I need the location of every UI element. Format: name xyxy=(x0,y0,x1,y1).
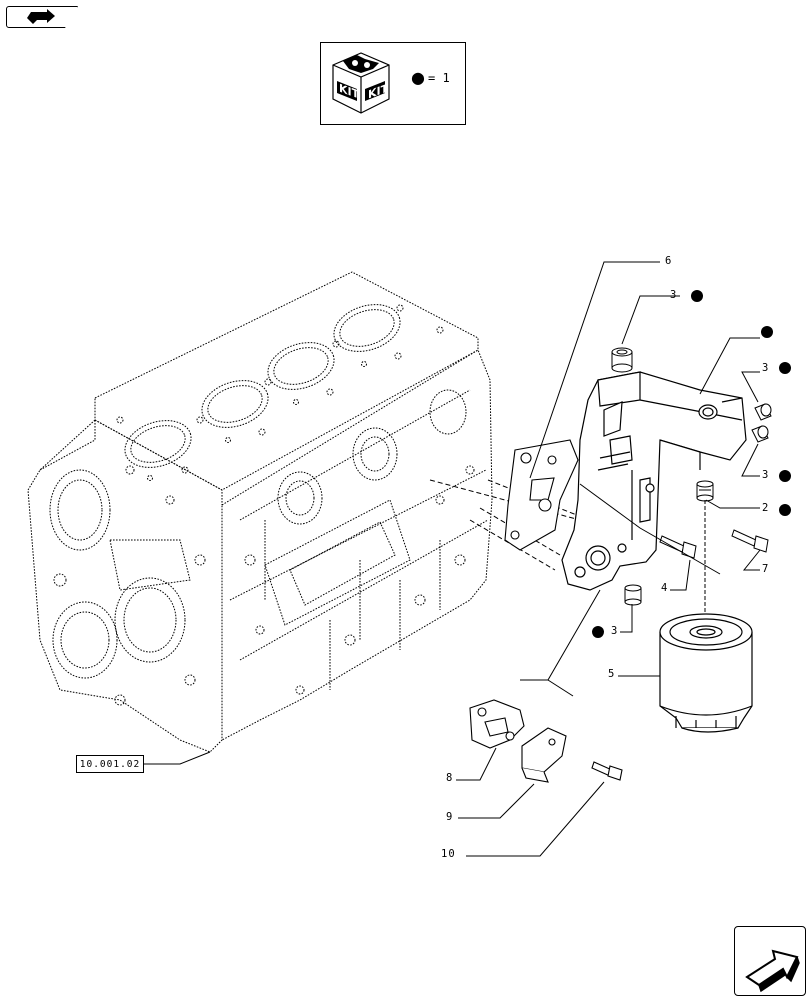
callout-2: 2 xyxy=(762,502,770,514)
arrow-forward-icon xyxy=(745,949,800,993)
plug-top-drawing xyxy=(611,347,633,373)
kit-legend: KIT KIT ● = 1 xyxy=(320,42,466,125)
callout-8: 8 xyxy=(446,772,454,784)
reference-label: 10.001.02 xyxy=(79,758,141,770)
callout-4: 4 xyxy=(661,582,669,594)
gasket-6-drawing xyxy=(504,439,579,551)
adapter-housing-drawing xyxy=(561,371,747,591)
callout-9: 9 xyxy=(446,811,454,823)
arrow-back-icon xyxy=(27,9,55,24)
previous-page-button[interactable] xyxy=(6,6,78,28)
engine-block-drawing xyxy=(27,271,641,753)
callout-3-lower: 3 xyxy=(611,625,619,637)
kit-marker-bullet: ● xyxy=(411,68,425,87)
callout-5: 5 xyxy=(608,668,616,680)
callout-3-right-lower: 3 xyxy=(762,469,770,481)
kit-box-icon xyxy=(332,52,390,114)
callout-6: 6 xyxy=(665,255,673,267)
plugs-right-drawing xyxy=(751,403,772,443)
callout-10: 10 xyxy=(441,848,456,860)
nipple-2-drawing xyxy=(696,480,714,502)
plug-lower-drawing xyxy=(624,584,642,606)
bolts-4-7-drawing xyxy=(659,529,769,559)
callout-7: 7 xyxy=(762,563,770,575)
callout-3-right-upper: 3 xyxy=(762,362,770,374)
kit-markers xyxy=(592,290,791,638)
cover-parts-drawing xyxy=(469,699,623,783)
oil-filter-5-drawing xyxy=(659,613,753,733)
next-page-button[interactable] xyxy=(734,926,806,996)
reference-link-box[interactable]: 10.001.02 xyxy=(76,755,144,773)
callout-3-top: 3 xyxy=(670,289,678,301)
kit-equals-text: = 1 xyxy=(428,71,450,85)
leader-lines xyxy=(144,261,761,857)
